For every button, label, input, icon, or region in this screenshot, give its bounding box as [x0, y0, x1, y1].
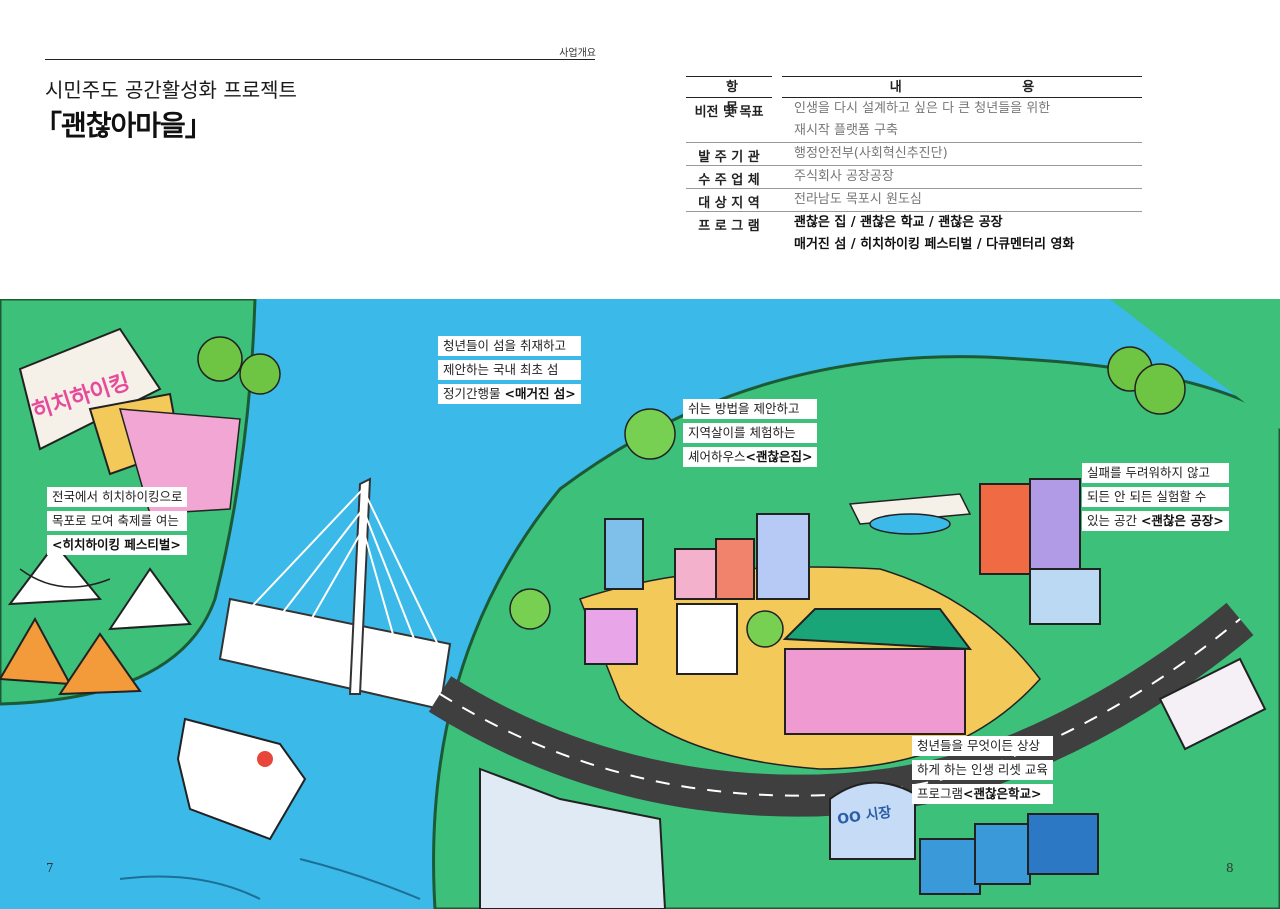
callout-program-name: <괜찮은집> — [745, 449, 813, 464]
callout-line: 청년들이 섬을 취재하고 — [438, 336, 581, 356]
callout-line: 정기간행물 <매거진 섬> — [438, 384, 581, 404]
callout-house: 쉬는 방법을 제안하고 지역살이를 체험하는 셰어하우스<괜찮은집> — [683, 399, 818, 471]
callout-school: 청년들을 무엇이든 상상 하게 하는 인생 리셋 교육 프로그램<괜찮은학교> — [912, 736, 1053, 808]
callout-program-name: <히치하이킹 페스티벌> — [52, 537, 181, 552]
row-label: 프 로 그 램 — [698, 219, 760, 234]
building — [756, 513, 810, 600]
callout-program-name: <괜찮은학교> — [963, 786, 1042, 801]
plaza-canopy — [848, 493, 972, 525]
tent — [7, 542, 103, 606]
header-item: 항 목 — [686, 76, 772, 116]
tent — [58, 632, 142, 696]
building — [1029, 568, 1101, 625]
row-label: 비전 및 목표 — [694, 105, 764, 120]
table-row: 대 상 지 역 전라남도 목포시 원도심 — [686, 189, 1142, 212]
callout-line: 전국에서 히치하이킹으로 — [47, 487, 188, 507]
row-label: 대 상 지 역 — [698, 196, 760, 211]
bus — [1158, 657, 1267, 751]
row-value-line: 주식회사 공장공장 — [794, 169, 894, 184]
tree — [239, 353, 281, 395]
callout-line: 지역살이를 체험하는 — [683, 423, 818, 443]
building — [604, 518, 644, 590]
waterfront-building — [479, 767, 667, 909]
building — [674, 548, 721, 600]
village-illustration: 히치하이킹 — [0, 299, 1280, 909]
row-value-line: 인생을 다시 설계하고 싶은 다 큰 청년들을 위한 — [794, 101, 1051, 116]
callout-festival: 전국에서 히치하이킹으로 목포로 모여 축제를 여는 <히치하이킹 페스티벌> — [47, 487, 188, 559]
tent — [108, 567, 192, 631]
row-label: 발 주 기 관 — [698, 150, 760, 165]
callout-factory: 실패를 두려워하지 않고 되든 안 되든 실험할 수 있는 공간 <괜찮은 공장… — [1082, 463, 1229, 535]
section-label: 사업개요 — [559, 48, 596, 59]
callout-program-name: <괜찮은 공장> — [1140, 513, 1224, 528]
building — [715, 538, 755, 600]
table-row: 수 주 업 체 주식회사 공장공장 — [686, 166, 1142, 189]
callout-text: 프로그램 — [917, 786, 964, 801]
callout-program-name: <매거진 섬> — [504, 386, 576, 401]
page-number-left: 7 — [46, 861, 54, 875]
building — [979, 483, 1036, 575]
tree — [509, 588, 551, 630]
callout-text: 있는 공간 — [1087, 513, 1141, 528]
callout-text: 셰어하우스 — [688, 449, 746, 464]
callout-line: 청년들을 무엇이든 상상 — [912, 736, 1053, 756]
tree — [197, 336, 243, 382]
row-value-line: 괜찮은 집 / 괜찮은 학교 / 괜찮은 공장 — [794, 215, 1003, 230]
callout-line: 쉬는 방법을 제안하고 — [683, 399, 818, 419]
callout-line: 목포로 모여 축제를 여는 — [47, 511, 188, 531]
row-value: 인생을 다시 설계하고 싶은 다 큰 청년들을 위한 재시작 플랫폼 구축 — [782, 98, 1142, 142]
row-value-line: 행정안전부(사회혁신추진단) — [794, 146, 948, 161]
table-row: 프 로 그 램 괜찮은 집 / 괜찮은 학교 / 괜찮은 공장 매거진 섬 / … — [686, 212, 1142, 256]
row-value-line: 전라남도 목포시 원도심 — [794, 192, 922, 207]
market-area: OO 시장 — [829, 781, 1099, 895]
row-value-line: 재시작 플랫폼 구축 — [794, 123, 898, 138]
callout-line: 하게 하는 인생 리셋 교육 — [912, 760, 1053, 780]
school-building — [782, 608, 973, 735]
info-table: 항 목 내 용 비전 및 목표 인생을 다시 설계하고 싶은 다 큰 청년들을 … — [686, 76, 1142, 256]
top-rule — [45, 59, 595, 60]
table-row: 발 주 기 관 행정안전부(사회혁신추진단) — [686, 143, 1142, 166]
tree — [1134, 363, 1186, 415]
page-number-right: 8 — [1226, 861, 1234, 875]
callout-line: 실패를 두려워하지 않고 — [1082, 463, 1229, 483]
row-label: 수 주 업 체 — [698, 173, 760, 188]
building — [584, 608, 638, 665]
table-row: 비전 및 목표 인생을 다시 설계하고 싶은 다 큰 청년들을 위한 재시작 플… — [686, 98, 1142, 143]
callout-line: <히치하이킹 페스티벌> — [47, 535, 188, 555]
tent — [0, 616, 72, 686]
header-content: 내 용 — [782, 76, 1142, 98]
row-value-line: 매거진 섬 / 히치하이킹 페스티벌 / 다큐멘터리 영화 — [794, 237, 1075, 252]
cable-bridge — [218, 477, 452, 711]
callout-line: 있는 공간 <괜찮은 공장> — [1082, 511, 1229, 531]
tree — [624, 408, 676, 460]
village-map-drawing: 히치하이킹 — [0, 299, 1280, 909]
page-title: 시민주도 공간활성화 프로젝트 — [45, 78, 297, 102]
project-name: 「괜찮아마을」 — [34, 109, 213, 142]
callout-magazine: 청년들이 섬을 취재하고 제안하는 국내 최초 섬 정기간행물 <매거진 섬> — [438, 336, 581, 408]
tree — [746, 610, 784, 648]
row-value: 괜찮은 집 / 괜찮은 학교 / 괜찮은 공장 매거진 섬 / 히치하이킹 페스… — [782, 212, 1142, 256]
table-header: 항 목 내 용 — [686, 76, 1142, 116]
building — [1029, 478, 1081, 570]
row-value: 행정안전부(사회혁신추진단) — [782, 143, 1142, 165]
row-value: 전라남도 목포시 원도심 — [782, 189, 1142, 211]
building — [676, 603, 738, 675]
ferry-boat — [176, 717, 307, 841]
top-right-land — [1110, 299, 1280, 429]
callout-line: 되든 안 되든 실험할 수 — [1082, 487, 1229, 507]
callout-line: 제안하는 국내 최초 섬 — [438, 360, 581, 380]
callout-text: 정기간행물 — [443, 386, 505, 401]
callout-line: 프로그램<괜찮은학교> — [912, 784, 1053, 804]
callout-line: 셰어하우스<괜찮은집> — [683, 447, 818, 467]
row-value: 주식회사 공장공장 — [782, 166, 1142, 188]
